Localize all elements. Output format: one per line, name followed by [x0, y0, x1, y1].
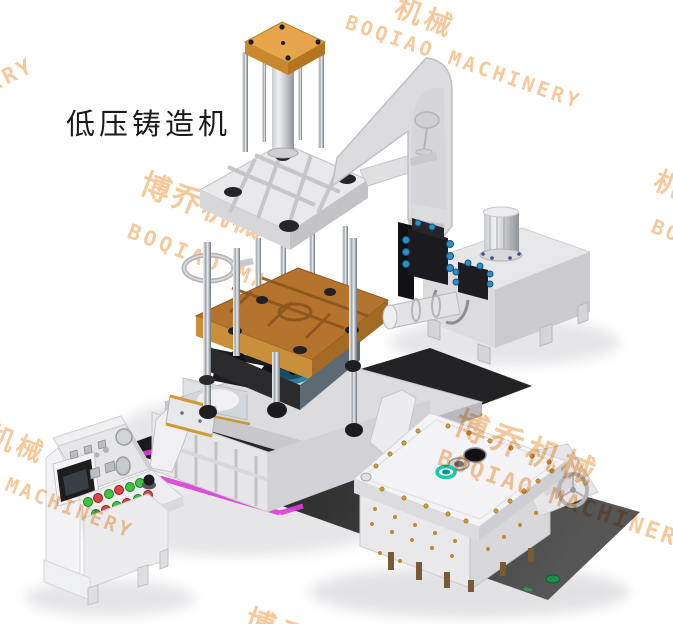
console-legs — [87, 548, 169, 606]
arm-glass-bowl — [414, 111, 440, 129]
top-plate — [243, 21, 327, 75]
upper-platen — [198, 142, 437, 250]
valve-manifold-b — [452, 259, 494, 300]
control-console — [43, 415, 184, 606]
panel-gauge-oval — [115, 456, 131, 476]
furnace-handwheel — [557, 472, 589, 508]
watermark-left-cn: 机械 — [0, 421, 50, 471]
hydraulic-unit — [382, 206, 592, 365]
rear-tie-rods — [255, 226, 348, 306]
valve-manifold-a — [398, 218, 454, 300]
page-title: 低压铸造机 — [66, 108, 231, 141]
pump-cylinder — [479, 206, 523, 262]
lid-ports — [435, 447, 487, 480]
mat-green-dot — [545, 574, 561, 584]
accumulator-cylinder — [382, 291, 461, 330]
casting-press — [149, 21, 532, 513]
lid-bolts — [373, 423, 555, 524]
top-plate-bolts — [248, 24, 321, 61]
panel-gauge-round — [115, 428, 133, 446]
side-bolts — [370, 507, 538, 571]
watermark-top-en: BOQIAO MACHINERY — [342, 10, 585, 114]
holding-furnace — [353, 412, 599, 592]
watermark-top-left: ERY — [0, 54, 38, 98]
lid-lug — [360, 472, 372, 482]
panel-switches[interactable] — [69, 439, 116, 480]
console-screen — [52, 451, 100, 507]
front-tie-rods — [199, 238, 363, 437]
estop-button[interactable] — [142, 474, 156, 490]
furnace-feet-slots — [388, 548, 534, 592]
watermark-right-cn: 机械 — [649, 166, 673, 217]
watermark-right-en: BO — [648, 214, 673, 247]
